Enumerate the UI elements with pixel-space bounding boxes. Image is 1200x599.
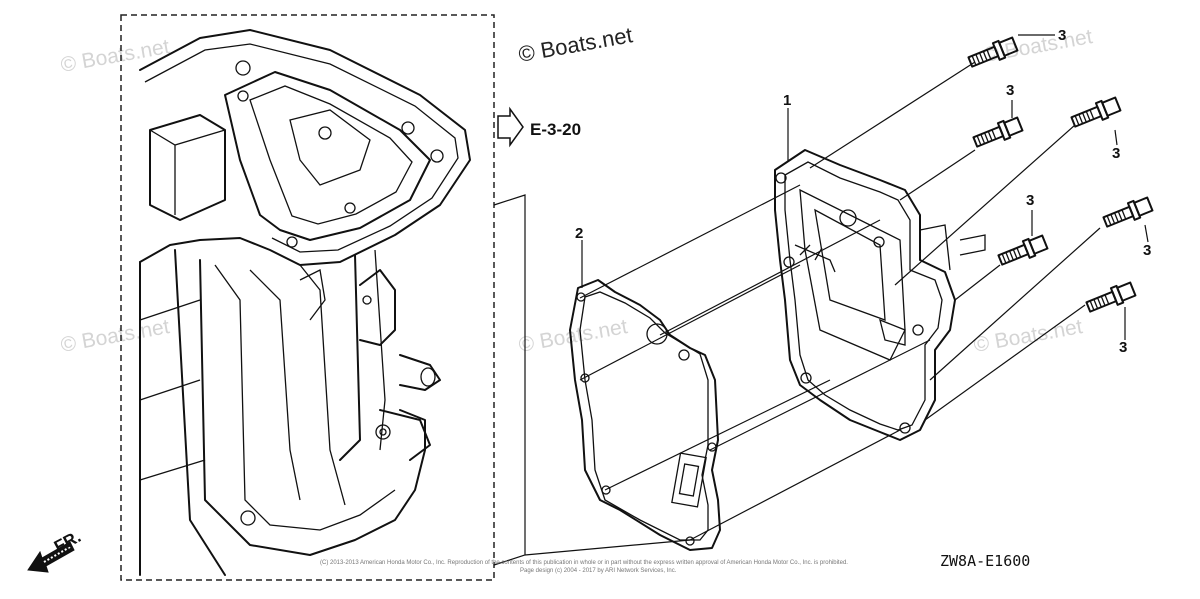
bolts-part-3[interactable]: [967, 36, 1154, 316]
bolt-f[interactable]: [1085, 281, 1137, 316]
gasket-part-2[interactable]: [569, 279, 721, 551]
callout-3-d[interactable]: 3: [1026, 192, 1034, 209]
reference-arrow-group[interactable]: E-3-20: [497, 106, 581, 148]
bolt-e[interactable]: [1102, 196, 1154, 231]
watermark-faint-3: © Boats.net: [517, 315, 630, 357]
callout-numbers: 1 2 3 3 3 3 3 3: [575, 27, 1151, 356]
bolt-d[interactable]: [997, 234, 1049, 269]
callout-3-b[interactable]: 3: [1006, 82, 1014, 99]
bolt-b[interactable]: [972, 116, 1024, 151]
bolt-c[interactable]: [1070, 96, 1122, 131]
watermark-main: © Boats.net: [517, 22, 635, 67]
diagram-code: ZW8A-E1600: [940, 552, 1030, 570]
watermark-faint-5: © Boats.net: [982, 25, 1095, 67]
bolt-a[interactable]: [967, 36, 1019, 71]
watermark-faint-1: © Boats.net: [59, 35, 172, 77]
copyright-line-2: Page design (c) 2004 - 2017 by ARI Netwo…: [520, 568, 677, 574]
watermark-faint-4: © Boats.net: [972, 315, 1085, 357]
cover-part-1[interactable]: [774, 149, 986, 441]
reference-link-e-3-20[interactable]: E-3-20: [530, 120, 581, 139]
callout-2[interactable]: 2: [575, 225, 583, 242]
reference-dashed-frame: [120, 14, 495, 581]
front-indicator: FR.: [27, 527, 84, 573]
watermarks: © Boats.net © Boats.net © Boats.net © Bo…: [59, 25, 1095, 357]
callout-3-c[interactable]: 3: [1112, 145, 1120, 162]
hollow-arrow-icon[interactable]: [497, 106, 524, 148]
copyright-line-1: (C) 2013-2013 American Honda Motor Co., …: [320, 560, 848, 566]
callout-1[interactable]: 1: [783, 92, 791, 109]
engine-case-drawing: [139, 29, 471, 576]
callout-3-a[interactable]: 3: [1058, 27, 1066, 44]
callout-3-f[interactable]: 3: [1119, 339, 1127, 356]
callout-3-e[interactable]: 3: [1143, 242, 1151, 259]
watermark-faint-2: © Boats.net: [59, 315, 172, 357]
callout-leaders: [581, 34, 1149, 340]
